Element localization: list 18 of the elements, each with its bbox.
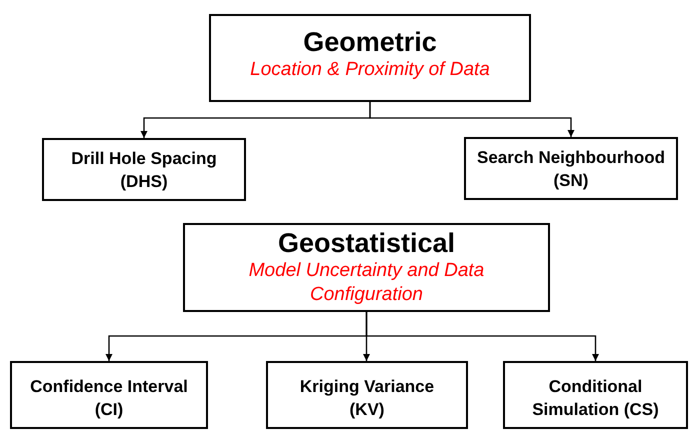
method-box bbox=[10, 361, 208, 429]
box-title: Geometric bbox=[303, 26, 437, 58]
method-box bbox=[266, 361, 468, 429]
box-label: Confidence Interval (CI) bbox=[29, 376, 189, 421]
box-label: Conditional Simulation (CS) bbox=[531, 376, 660, 421]
box-label: Drill Hole Spacing (DHS) bbox=[70, 148, 218, 193]
method-box bbox=[464, 137, 678, 200]
connector-arrow bbox=[369, 102, 574, 137]
category-box bbox=[183, 223, 550, 312]
connector-arrow bbox=[366, 312, 599, 361]
method-box bbox=[42, 138, 246, 201]
box-label: Search Neighbourhood (SN) bbox=[476, 147, 666, 192]
box-title: Geostatistical bbox=[278, 227, 456, 259]
category-box bbox=[209, 14, 531, 102]
box-subtitle: Location & Proximity of Data bbox=[250, 58, 490, 82]
method-box bbox=[503, 361, 688, 429]
box-subtitle: Model Uncertainty and Data Configuration bbox=[248, 259, 486, 307]
box-label: Kriging Variance (KV) bbox=[298, 376, 436, 421]
